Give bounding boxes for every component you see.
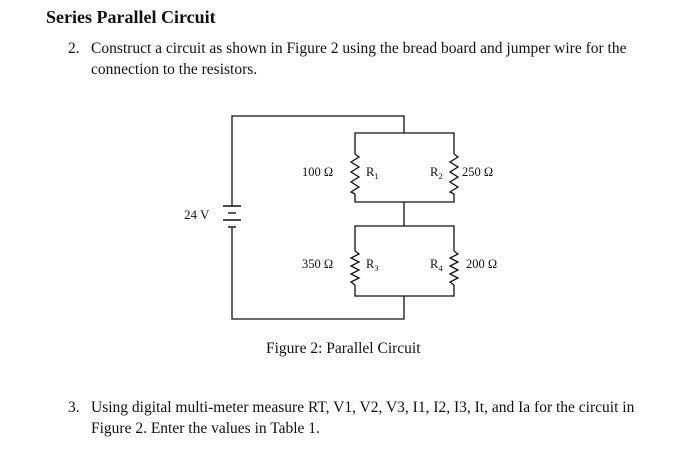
resistor-r3-value: 350 Ω — [302, 257, 333, 271]
upper-branch-bottom — [354, 194, 455, 203]
resistor-r1-value: 100 Ω — [302, 165, 333, 179]
lower-branch-top — [354, 225, 455, 251]
resistor-r1-label: R1 — [366, 165, 379, 181]
instruction-item-3: 3. Using digital multi-meter measure RT,… — [68, 397, 659, 439]
circuit-wires — [231, 115, 460, 320]
item-number: 2. — [68, 40, 80, 57]
wire-top — [231, 115, 405, 198]
resistor-r4-value: 200 Ω — [466, 257, 497, 271]
section-heading: Series Parallel Circuit — [46, 7, 216, 27]
resistor-r3-label: R3 — [366, 257, 379, 273]
item-text: Using digital multi-meter measure RT, V1… — [91, 399, 635, 437]
instruction-item-2: 2. Construct a circuit as shown in Figur… — [68, 38, 659, 80]
resistor-r2-label: R2 — [430, 165, 443, 181]
resistor-r2-value: 250 Ω — [462, 165, 493, 179]
figure-caption: Figure 2: Parallel Circuit — [266, 340, 421, 357]
battery-symbol — [223, 198, 241, 234]
resistor-r4-zigzag — [448, 250, 460, 286]
resistor-r2-zigzag — [448, 153, 460, 195]
resistor-r3-zigzag — [349, 250, 361, 286]
wire-bottom — [231, 234, 405, 320]
source-voltage-label: 24 V — [184, 207, 210, 222]
resistor-r1-zigzag — [349, 153, 361, 195]
resistor-r4-label: R4 — [430, 257, 443, 273]
upper-branch-top — [354, 132, 455, 154]
lower-branch-bottom — [354, 285, 455, 297]
item-number: 3. — [68, 399, 80, 416]
item-text: Construct a circuit as shown in Figure 2… — [91, 40, 627, 78]
